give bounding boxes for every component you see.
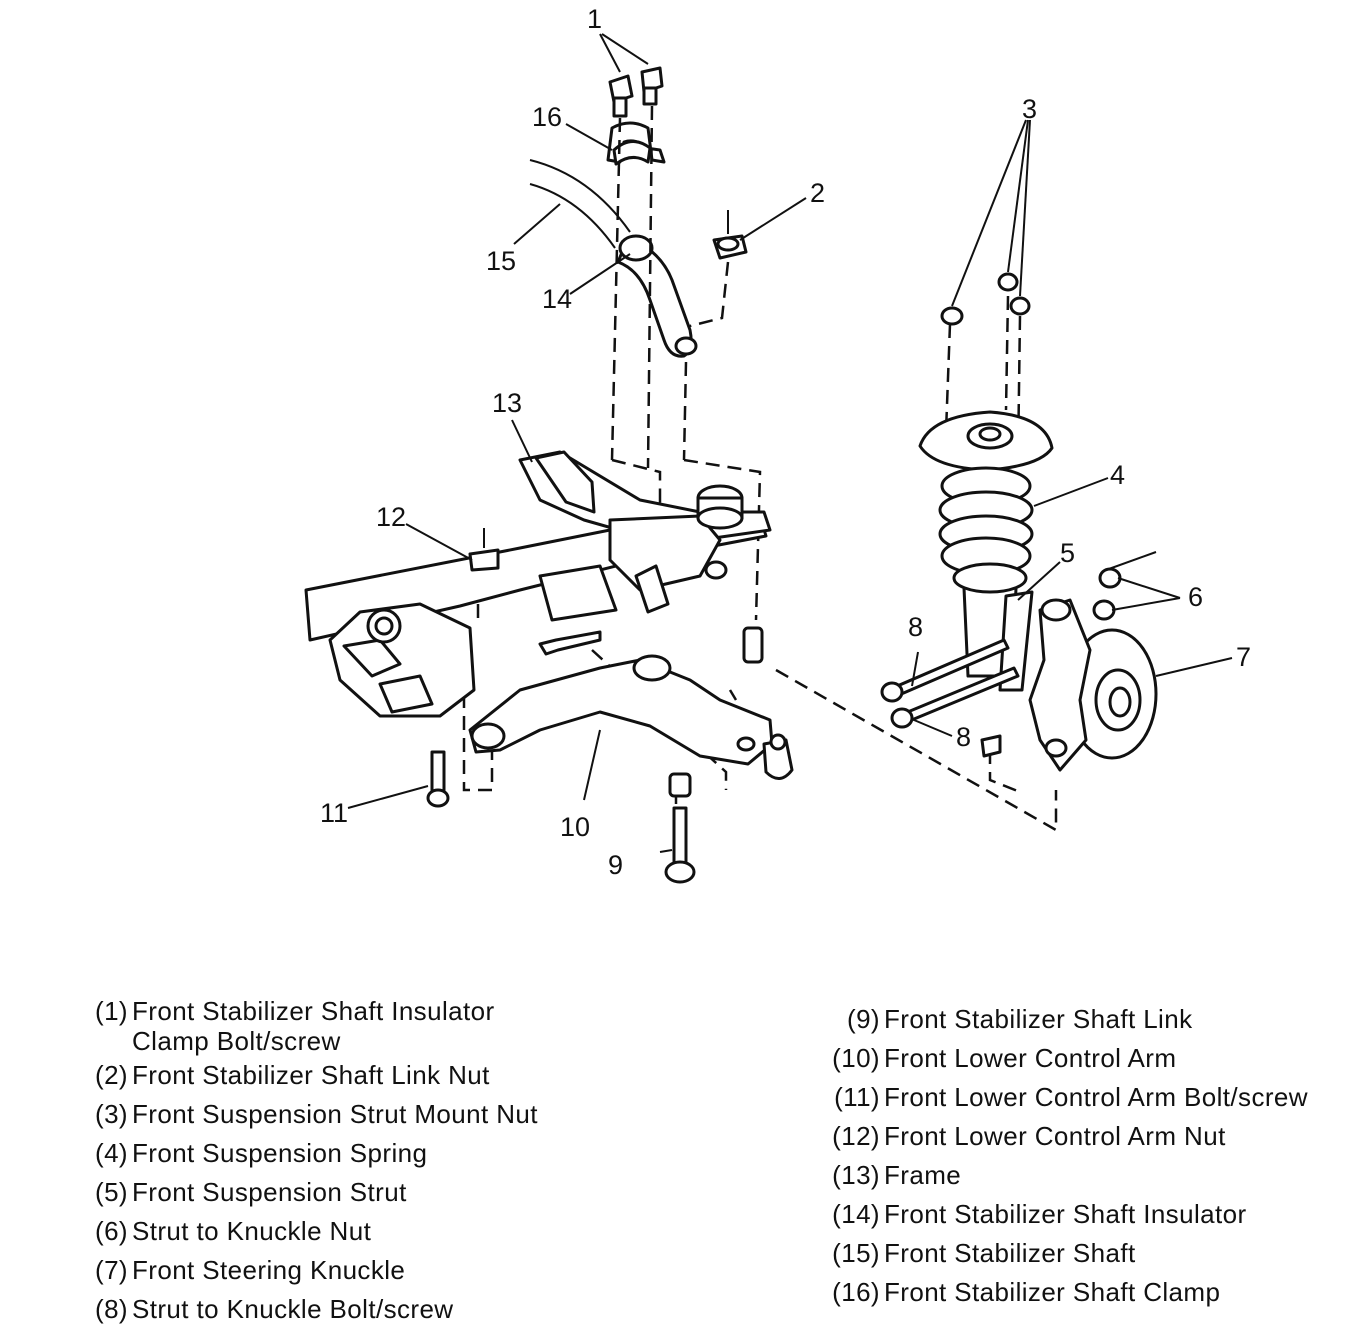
legend-number: (10): [832, 1043, 880, 1073]
legend-number: (3): [95, 1099, 128, 1129]
callout-2: 2: [810, 178, 825, 208]
legend-text: Front Stabilizer Shaft Insulator Clamp B…: [132, 996, 495, 1056]
legend-number: (11): [834, 1082, 880, 1112]
callout-13: 13: [492, 388, 522, 418]
legend-item-13: (13)Frame: [814, 1156, 1354, 1195]
legend-item-11: (11)Front Lower Control Arm Bolt/screw: [814, 1078, 1354, 1117]
callout-1: 1: [587, 4, 602, 34]
legend-text: Front Stabilizer Shaft Clamp: [884, 1277, 1221, 1307]
clamp-bolt-left: [608, 74, 634, 118]
callout-14: 14: [542, 284, 572, 314]
strut-to-knuckle-nuts: [1092, 551, 1157, 621]
extra-bolt: [538, 630, 602, 656]
callout-11: 11: [320, 798, 348, 828]
clamp-bolt-right: [640, 66, 664, 106]
legend-number: (8): [95, 1294, 128, 1324]
legend-text: Front Stabilizer Shaft Insulator: [884, 1199, 1247, 1229]
legend-text: Front Suspension Strut Mount Nut: [132, 1099, 538, 1129]
callout-8-upper: 8: [908, 612, 923, 642]
legend-text: Strut to Knuckle Bolt/screw: [132, 1294, 454, 1324]
legend-number: (12): [832, 1121, 880, 1151]
callout-labels: 1 2 3 4 5 6 7 8 8 9 10 11 12 13 14 15 16: [320, 4, 1251, 880]
legend-item-3: (3)Front Suspension Strut Mount Nut: [76, 1095, 596, 1134]
callout-16: 16: [532, 102, 562, 132]
front-stabilizer-shaft-insulator: [618, 234, 698, 356]
legend-text: Front Stabilizer Shaft: [884, 1238, 1136, 1268]
front-lower-control-arm-nut: [468, 528, 500, 572]
front-steering-knuckle: [980, 598, 1158, 772]
front-stabilizer-shaft-link-nut: [712, 210, 748, 260]
legend-item-14: (14)Front Stabilizer Shaft Insulator: [814, 1195, 1354, 1234]
callout-9: 9: [608, 850, 623, 880]
legend-item-16: (16)Front Stabilizer Shaft Clamp: [814, 1273, 1354, 1312]
front-lower-control-arm-bolt: [426, 750, 450, 808]
legend-item-4: (4)Front Suspension Spring: [76, 1134, 596, 1173]
legend-number: (9): [847, 1004, 880, 1034]
legend-text: Front Stabilizer Shaft Link: [884, 1004, 1193, 1034]
callout-15: 15: [486, 246, 516, 276]
front-stabilizer-shaft-link: [664, 626, 764, 884]
legend-item-7: (7)Front Steering Knuckle: [76, 1251, 596, 1290]
front-suspension-strut-mount-nuts: [940, 272, 1031, 326]
legend-number: (5): [95, 1177, 128, 1207]
legend-item-15: (15)Front Stabilizer Shaft: [814, 1234, 1354, 1273]
legend-number: (13): [832, 1160, 880, 1190]
legend-number: (16): [832, 1277, 880, 1307]
legend-text: Frame: [884, 1160, 962, 1190]
legend-item-6: (6)Strut to Knuckle Nut: [76, 1212, 596, 1251]
legend-text: Front Lower Control Arm Nut: [884, 1121, 1226, 1151]
callout-6: 6: [1188, 582, 1203, 612]
callout-10: 10: [560, 812, 590, 842]
front-stabilizer-shaft: [529, 159, 693, 358]
legend-text: Strut to Knuckle Nut: [132, 1216, 372, 1246]
legend-text: Front Lower Control Arm Bolt/screw: [884, 1082, 1308, 1112]
leader-lines: [347, 33, 1233, 853]
legend-item-12: (12)Front Lower Control Arm Nut: [814, 1117, 1354, 1156]
callout-3: 3: [1022, 94, 1037, 124]
front-suspension-strut: [918, 410, 1054, 692]
legend-text: Front Lower Control Arm: [884, 1043, 1177, 1073]
legend-number: (1): [95, 996, 128, 1026]
callout-5: 5: [1060, 538, 1075, 568]
legend-number: (15): [832, 1238, 880, 1268]
legend-number: (2): [95, 1060, 128, 1090]
legend-text: Front Steering Knuckle: [132, 1255, 406, 1285]
front-stabilizer-shaft-clamp: [606, 121, 666, 166]
suspension-exploded-diagram: 1 2 3 4 5 6 7 8 8 9 10 11 12 13 14 15 16: [304, 4, 1251, 884]
frame: [304, 450, 772, 718]
strut-to-knuckle-bolts: [880, 638, 1020, 729]
callout-4: 4: [1110, 460, 1125, 490]
legend-text: Front Stabilizer Shaft Link Nut: [132, 1060, 490, 1090]
legend-item-9: (9)Front Stabilizer Shaft Link: [814, 1000, 1354, 1039]
front-lower-control-arm: [468, 654, 794, 780]
legend-item-1: (1)Front Stabilizer Shaft Insulator Clam…: [76, 992, 596, 1056]
legend-number: (14): [832, 1199, 880, 1229]
legend-item-2: (2)Front Stabilizer Shaft Link Nut: [76, 1056, 596, 1095]
legend-text: Front Suspension Strut: [132, 1177, 407, 1207]
callout-8-lower: 8: [956, 722, 971, 752]
legend-number: (4): [95, 1138, 128, 1168]
legend-number: (7): [95, 1255, 128, 1285]
callout-12: 12: [376, 502, 406, 532]
parts-legend-right: (9)Front Stabilizer Shaft Link (10)Front…: [814, 1000, 1354, 1312]
legend-text: Front Suspension Spring: [132, 1138, 428, 1168]
callout-7: 7: [1236, 642, 1251, 672]
legend-item-10: (10)Front Lower Control Arm: [814, 1039, 1354, 1078]
legend-item-5: (5)Front Suspension Strut: [76, 1173, 596, 1212]
legend-item-8: (8)Strut to Knuckle Bolt/screw: [76, 1290, 596, 1329]
legend-number: (6): [95, 1216, 128, 1246]
front-suspension-spring: [938, 466, 1034, 594]
parts-legend-left: (1)Front Stabilizer Shaft Insulator Clam…: [76, 992, 596, 1329]
